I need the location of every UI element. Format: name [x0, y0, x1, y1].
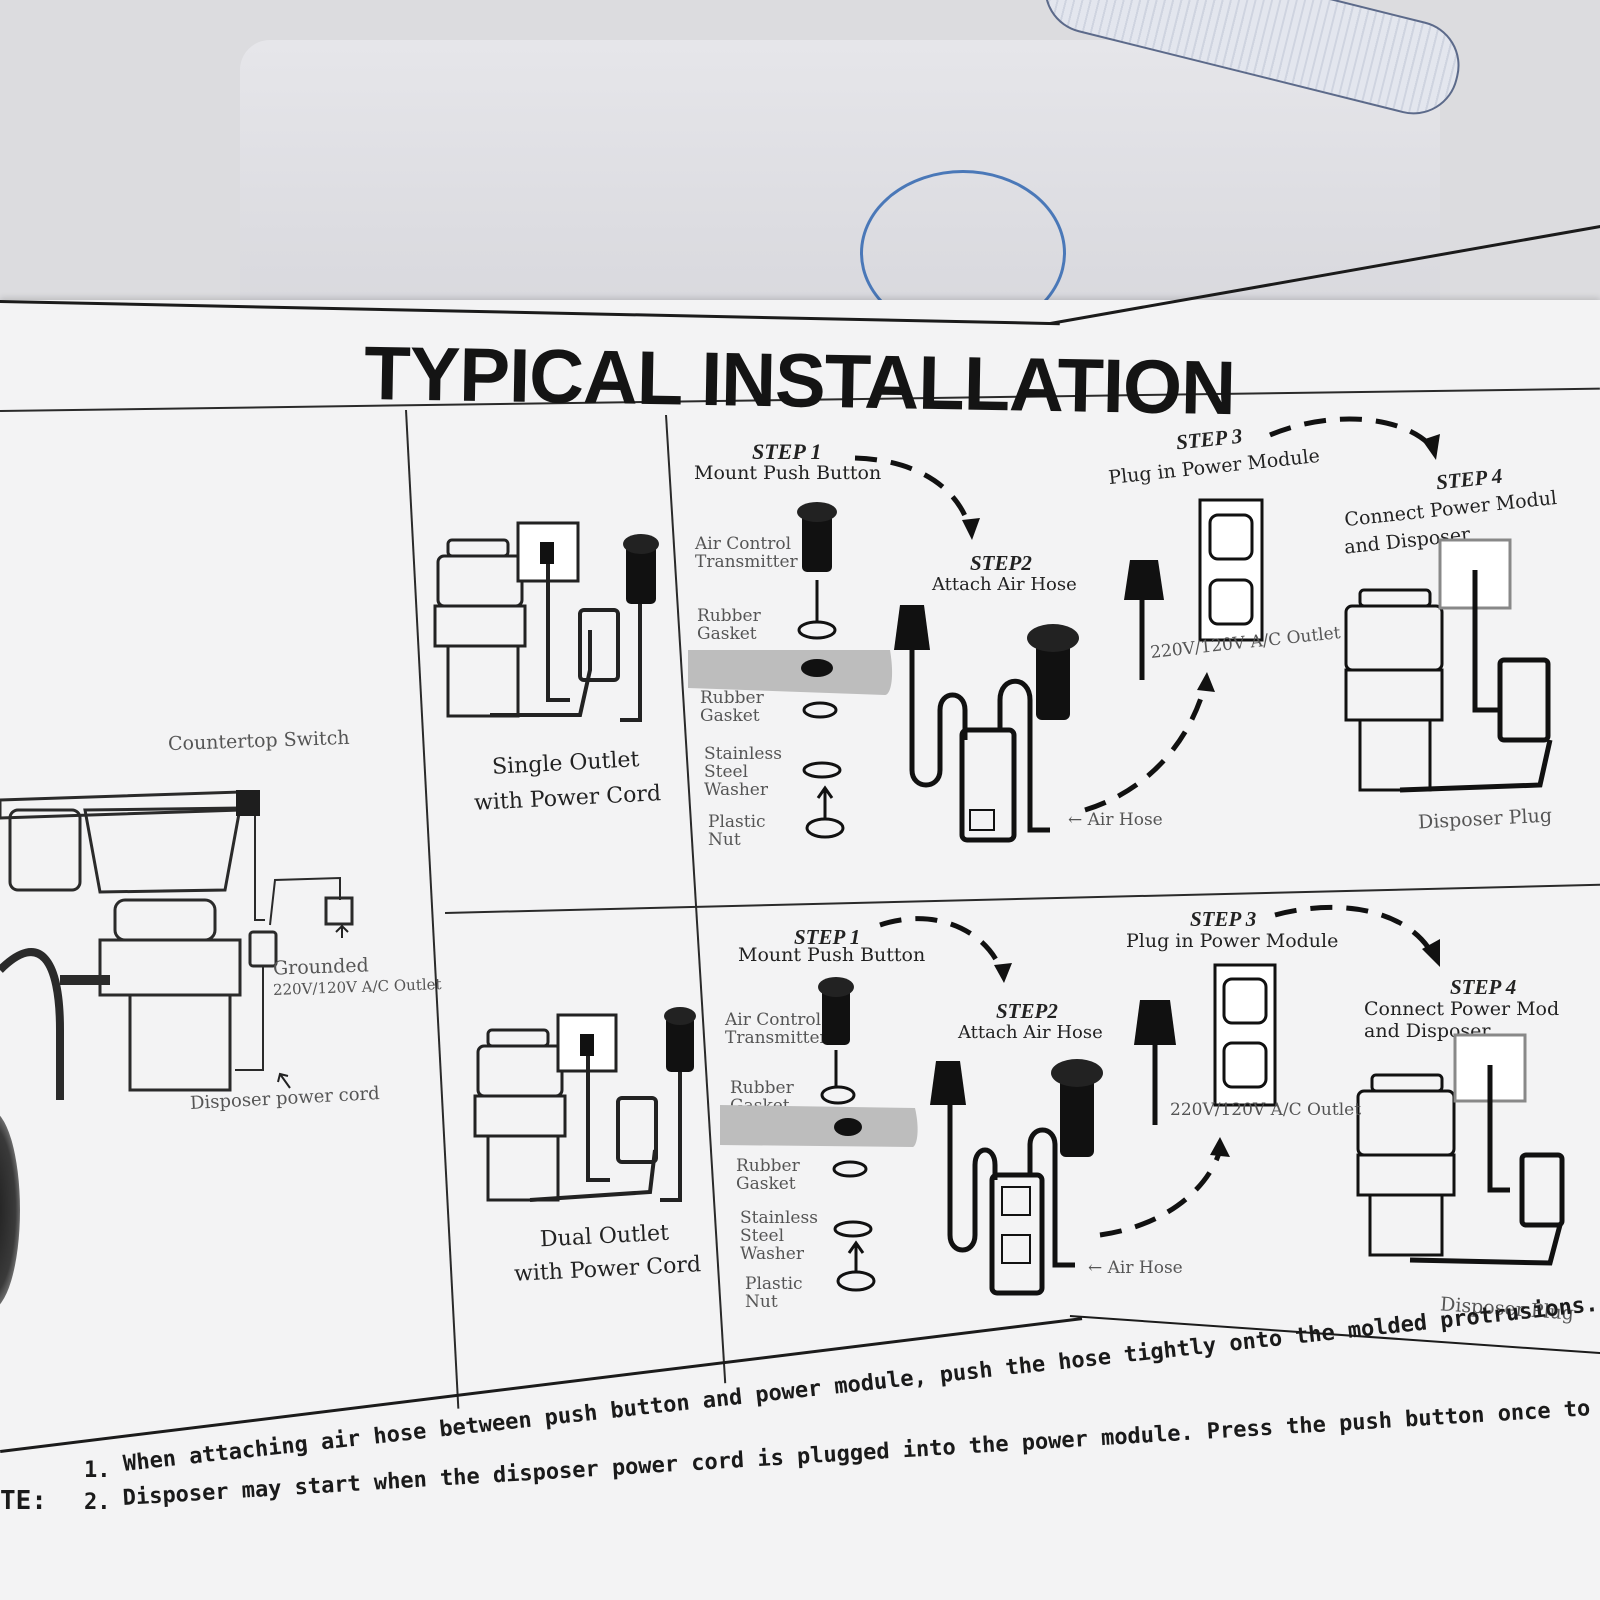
single-outlet-diagram	[433, 521, 659, 722]
grounded-label: Grounded	[272, 954, 370, 980]
row1-step2-heading: STEP2	[970, 551, 1032, 575]
row2-step2-heading: STEP2	[996, 999, 1058, 1023]
notes-label: TE:	[0, 1486, 47, 1516]
row2-step3-text: Plug in Power Module	[1126, 930, 1339, 952]
row1-assembly-diagram	[688, 416, 1553, 843]
row2-step2-text: Attach Air Hose	[958, 1022, 1103, 1043]
note-2-number: 2.	[84, 1490, 111, 1515]
row2-air-hose-label: ← Air Hose	[1088, 1258, 1183, 1278]
row1-step2-text: Attach Air Hose	[932, 574, 1077, 595]
row2-step4-text: Connect Power Mod	[1364, 998, 1560, 1020]
countertop-switch-icon	[236, 790, 260, 816]
background-box	[240, 40, 1440, 300]
row1-air-hose-label: ← Air Hose	[1068, 810, 1163, 830]
note-1-number: 1.	[84, 1458, 111, 1483]
foreground-shadow	[0, 1110, 20, 1310]
row2-step4-heading: STEP 4	[1450, 975, 1517, 999]
row2-assembly-diagram	[720, 904, 1565, 1296]
row2-step1-text: Mount Push Button	[738, 944, 926, 966]
row1-step1-heading: STEP 1	[752, 439, 822, 464]
row2-outlet-label: 220V/120V A/C Outlet	[1170, 1100, 1362, 1120]
row2-step3-heading: STEP 3	[1190, 907, 1257, 931]
row1-step1-text: Mount Push Button	[694, 462, 882, 484]
dual-outlet-diagram	[473, 1007, 696, 1202]
background-ring	[860, 170, 1066, 336]
overview-sink-diagram	[0, 790, 354, 1100]
page-title: TYPICAL INSTALLATION	[363, 330, 1236, 432]
row2-step1-heading: STEP 1	[794, 925, 861, 949]
